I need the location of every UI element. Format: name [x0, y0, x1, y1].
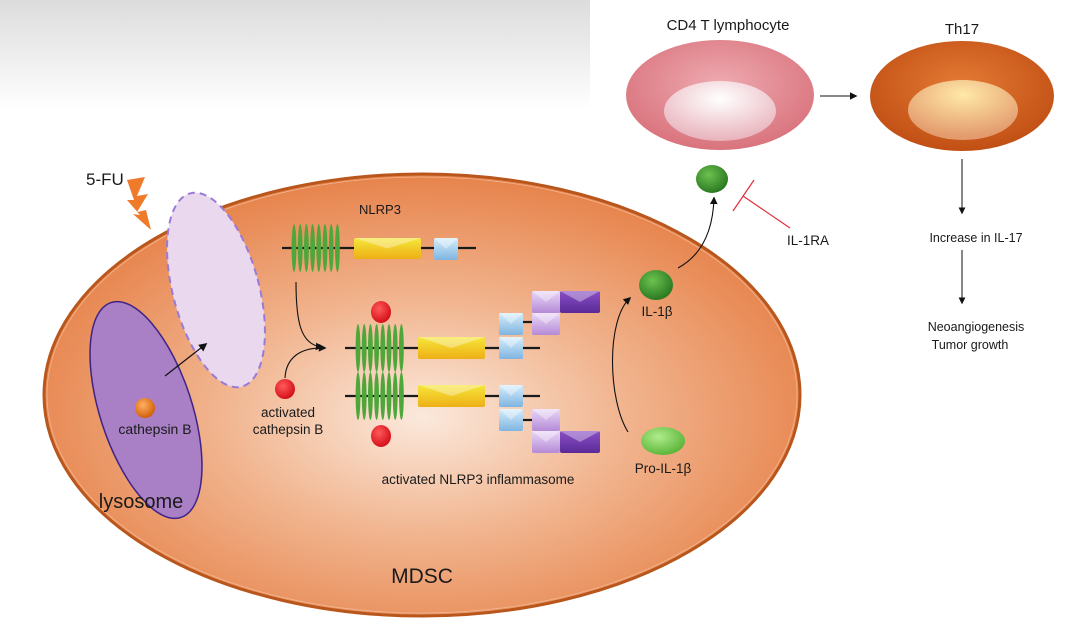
lrr-repeat — [310, 224, 315, 272]
cd4-label: CD4 T lymphocyte — [667, 17, 790, 34]
lightning-bolt-icon — [127, 177, 151, 230]
drug-label: 5-FU — [86, 170, 124, 189]
lrr-repeat — [361, 372, 367, 420]
cd4-t-lymphocyte — [626, 40, 814, 150]
lrr-repeat — [399, 324, 404, 372]
outcome-tumor-growth-label: Tumor growth — [932, 338, 1009, 352]
lrr-repeat — [386, 372, 392, 420]
lrr-repeat — [297, 224, 303, 272]
lrr-repeat — [399, 372, 404, 420]
lrr-repeat — [380, 324, 386, 372]
pro-il1b-molecule — [641, 427, 685, 455]
nlrp3-inflammasome — [345, 291, 600, 453]
lrr-repeat — [361, 324, 367, 372]
nlrp3-label: NLRP3 — [359, 202, 401, 217]
lrr-repeat — [322, 224, 328, 272]
cleavage-arrow — [612, 296, 632, 433]
lrr-repeat — [380, 372, 386, 420]
il1ra-label: IL-1RA — [787, 233, 829, 248]
mdsc-label: MDSC — [391, 565, 453, 588]
lrr-repeat — [316, 224, 322, 272]
caspase1-domain — [560, 431, 600, 453]
lrr-repeat — [392, 324, 398, 372]
pro-il1b-label: Pro-IL-1β — [635, 461, 692, 476]
assembly-arrow — [295, 281, 324, 351]
lrr-repeat — [374, 372, 379, 420]
inflammasome-label: activated NLRP3 inflammasome — [382, 472, 575, 487]
background-fade — [0, 0, 590, 110]
pyd-domain — [434, 238, 458, 260]
pyd-domain — [499, 385, 523, 407]
lrr-repeat — [291, 224, 297, 272]
cathepsin-b-bound — [371, 301, 391, 323]
asc-domain — [499, 313, 523, 335]
nacht-domain — [418, 337, 485, 359]
caspase-domain — [532, 409, 560, 431]
release-arrow — [164, 342, 208, 377]
cathepsin-b-molecule — [135, 398, 155, 418]
caspase1-domain — [560, 291, 600, 313]
cathepsin-b-bound — [371, 425, 391, 447]
caspase-domain — [532, 313, 560, 335]
asc-domain — [499, 409, 523, 431]
th17-label: Th17 — [945, 21, 979, 38]
lysosome-label: lysosome — [99, 491, 183, 513]
activated-cathepsin-b — [275, 379, 295, 399]
nacht-domain — [354, 238, 421, 259]
lrr-repeat — [355, 372, 361, 420]
il1b-molecule — [639, 270, 673, 300]
lrr-repeat — [392, 372, 398, 420]
lrr-repeat — [355, 324, 361, 372]
lrr-repeat — [368, 324, 373, 372]
outcome-il17-label: Increase in IL-17 — [929, 231, 1022, 245]
nacht-domain — [418, 385, 485, 407]
secretion-arrow — [677, 196, 718, 269]
il1ra-inhibition — [732, 179, 791, 229]
secreted-il1b-molecule — [696, 165, 728, 193]
lrr-repeat — [335, 224, 340, 272]
lrr-repeat — [374, 324, 379, 372]
lrr-repeat — [386, 324, 392, 372]
lrr-repeat — [328, 224, 334, 272]
lrr-repeat — [368, 372, 373, 420]
activated-cathepsin-label-1: activated — [261, 405, 315, 420]
lrr-repeat — [304, 224, 309, 272]
ruptured-lysosome — [166, 191, 266, 389]
th17-cell — [870, 41, 1054, 151]
il1b-label: IL-1β — [641, 304, 672, 319]
activated-cathepsin-label-2: cathepsin B — [253, 422, 324, 437]
pyd-domain — [499, 337, 523, 359]
nlrp3-protein — [282, 224, 476, 272]
caspase-domain — [532, 291, 560, 313]
cathepsin-b-label: cathepsin B — [118, 421, 191, 437]
outcome-neoangiogenesis-label: Neoangiogenesis — [928, 320, 1025, 334]
caspase-domain — [532, 431, 560, 453]
